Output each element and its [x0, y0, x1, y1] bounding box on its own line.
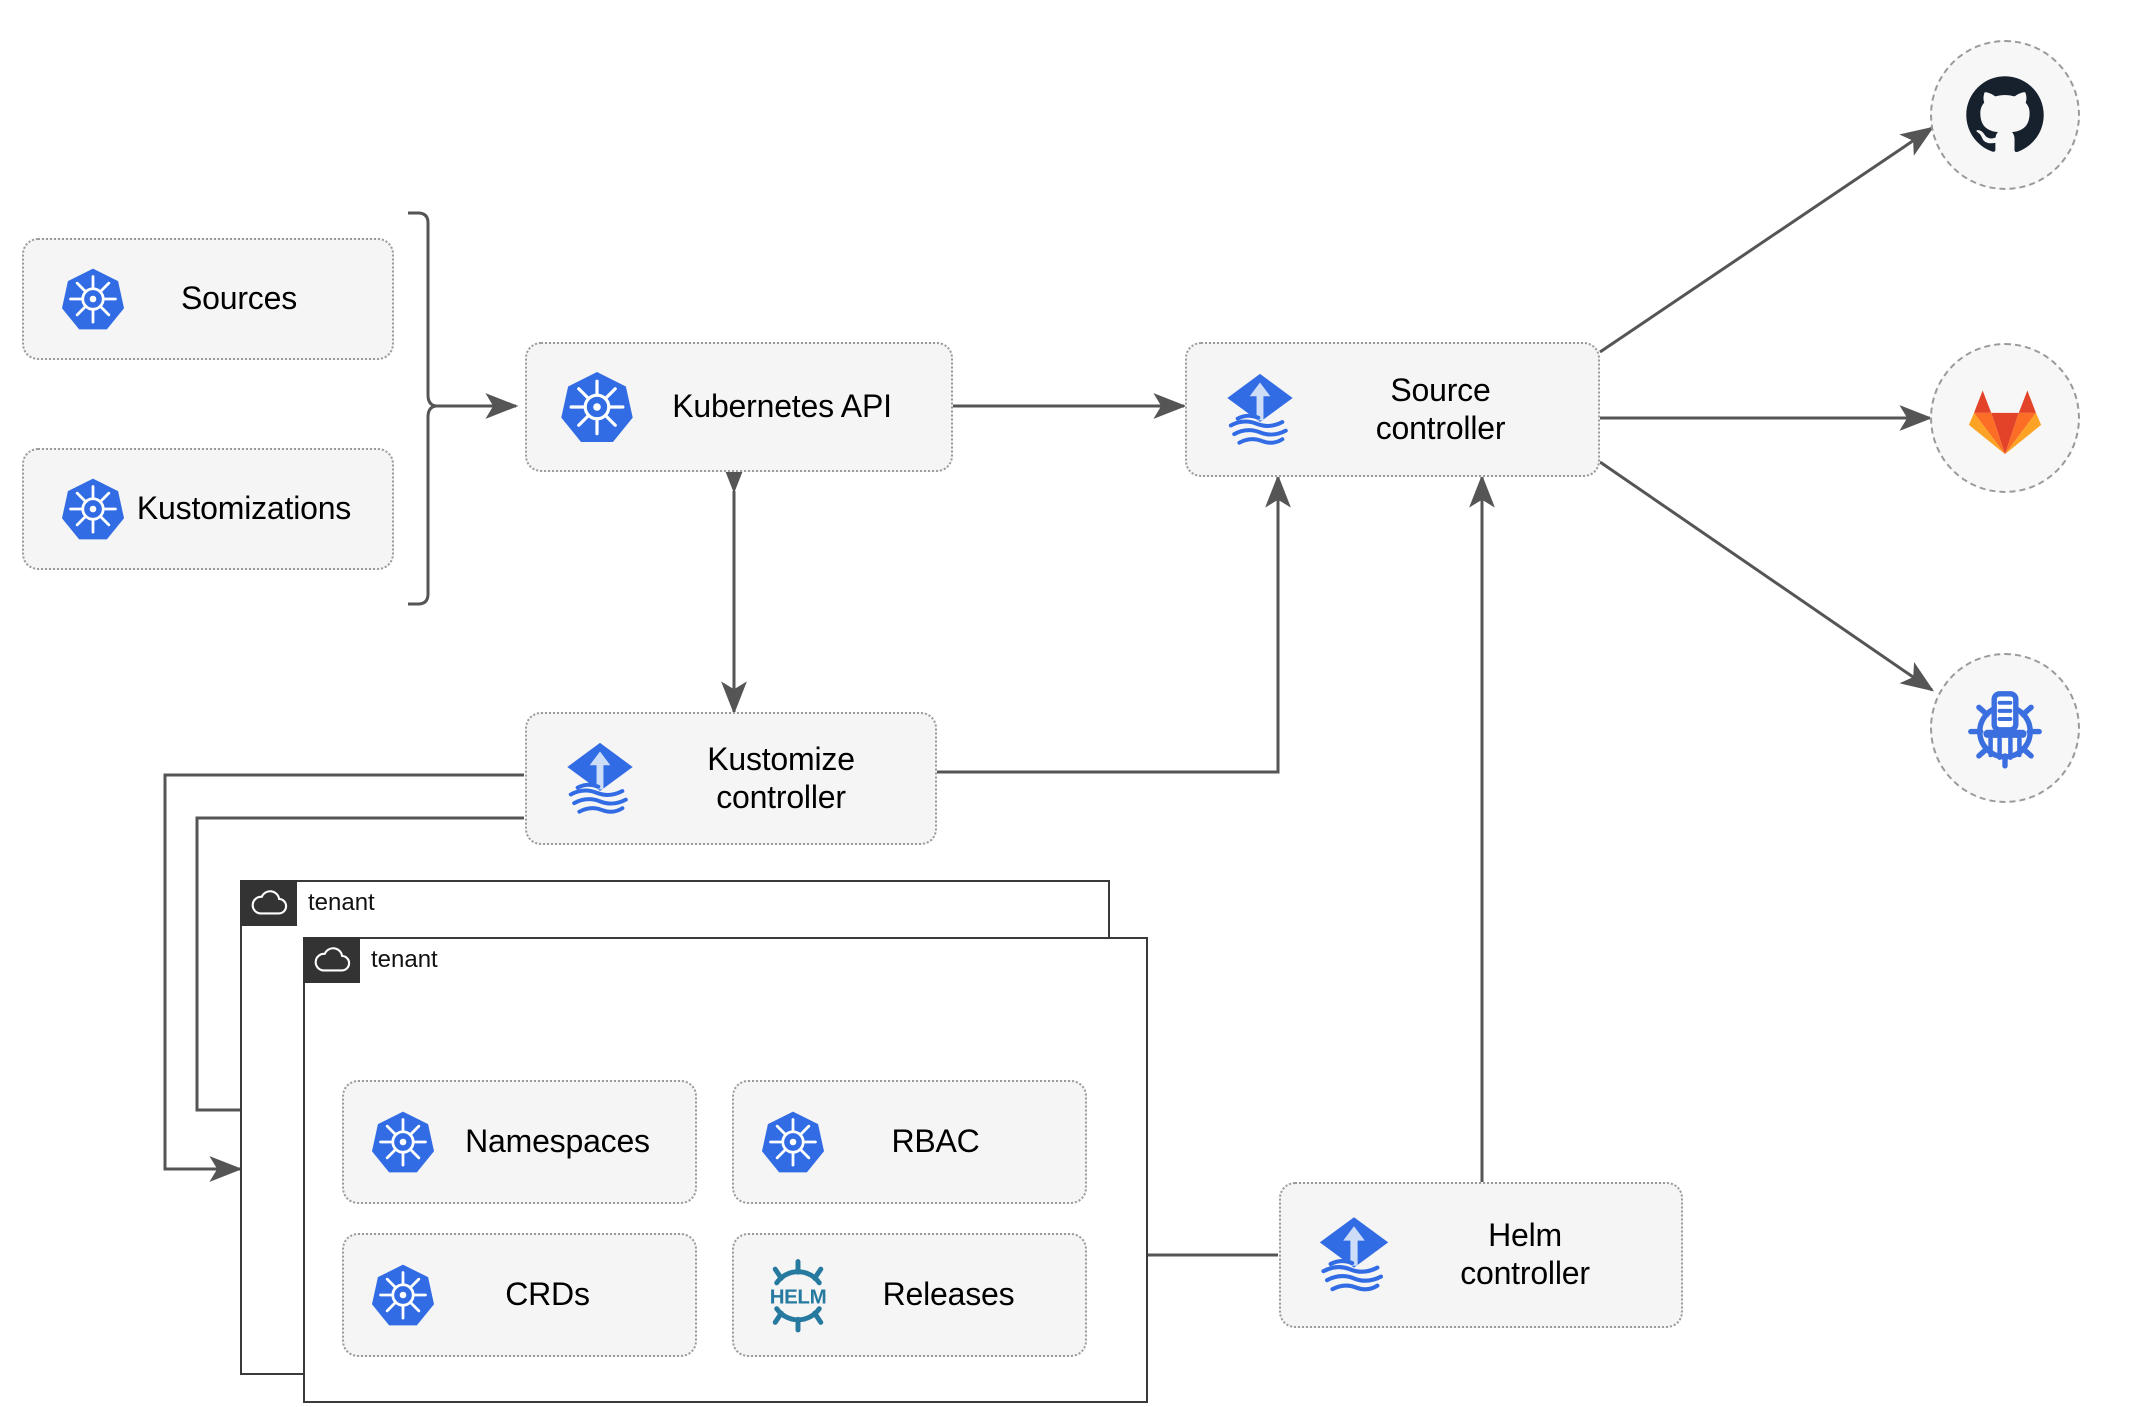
node-source-controller[interactable]: Source controller: [1185, 342, 1600, 477]
node-helm-controller[interactable]: Helm controller: [1279, 1182, 1683, 1328]
svg-text:HELM: HELM: [770, 1285, 827, 1308]
edge-sourcectrl-registry: [1599, 460, 1934, 692]
tenant-label: tenant: [308, 888, 375, 916]
node-label: Kustomize controller: [707, 740, 855, 815]
kubernetes-icon: [370, 1262, 436, 1328]
node-kubernetes-api[interactable]: Kubernetes API: [525, 342, 953, 472]
tenant-box-inner: tenant Namespaces: [302, 936, 1148, 1403]
node-label: RBAC: [891, 1123, 980, 1160]
node-kustomize-controller[interactable]: Kustomize controller: [525, 712, 937, 845]
node-label: Kubernetes API: [672, 388, 892, 425]
kubernetes-icon: [60, 476, 126, 542]
edge-sourcectrl-github: [1599, 126, 1934, 354]
tenant-tab: [239, 879, 297, 926]
node-kustomizations[interactable]: Kustomizations: [22, 448, 394, 570]
node-label: Source controller: [1375, 371, 1506, 446]
github-icon: [1961, 71, 2049, 159]
tenant-tab: [302, 936, 360, 983]
flux-icon: [1309, 1210, 1399, 1300]
node-releases[interactable]: HELM Releases: [732, 1233, 1087, 1357]
node-label: Sources: [181, 280, 297, 317]
endpoint-github[interactable]: [1930, 40, 2080, 190]
flux-icon: [1217, 367, 1303, 453]
node-sources[interactable]: Sources: [22, 238, 394, 360]
kubernetes-icon: [559, 369, 635, 445]
cloud-icon: [249, 889, 289, 917]
gitlab-icon: [1962, 375, 2048, 461]
endpoint-helm-registry[interactable]: [1930, 653, 2080, 803]
node-label: CRDs: [505, 1276, 590, 1313]
cloud-icon: [312, 946, 352, 974]
node-label: Helm controller: [1460, 1217, 1590, 1291]
node-label: Namespaces: [465, 1123, 650, 1160]
node-label: Releases: [882, 1276, 1015, 1313]
edge-kustomizectrl-sourcectrl: [937, 474, 1291, 774]
node-crds[interactable]: CRDs: [342, 1233, 697, 1357]
edge-brace: [408, 211, 437, 606]
kubernetes-icon: [370, 1109, 436, 1175]
node-rbac[interactable]: RBAC: [732, 1080, 1087, 1204]
node-label: Kustomizations: [136, 490, 352, 527]
kubernetes-icon: [60, 266, 126, 332]
helm-registry-icon: [1960, 683, 2050, 773]
flux-icon: [557, 736, 643, 822]
node-namespaces[interactable]: Namespaces: [342, 1080, 697, 1204]
helm-icon: HELM: [760, 1257, 836, 1333]
tenant-label: tenant: [371, 945, 438, 973]
kubernetes-icon: [760, 1109, 826, 1175]
endpoint-gitlab[interactable]: [1930, 343, 2080, 493]
